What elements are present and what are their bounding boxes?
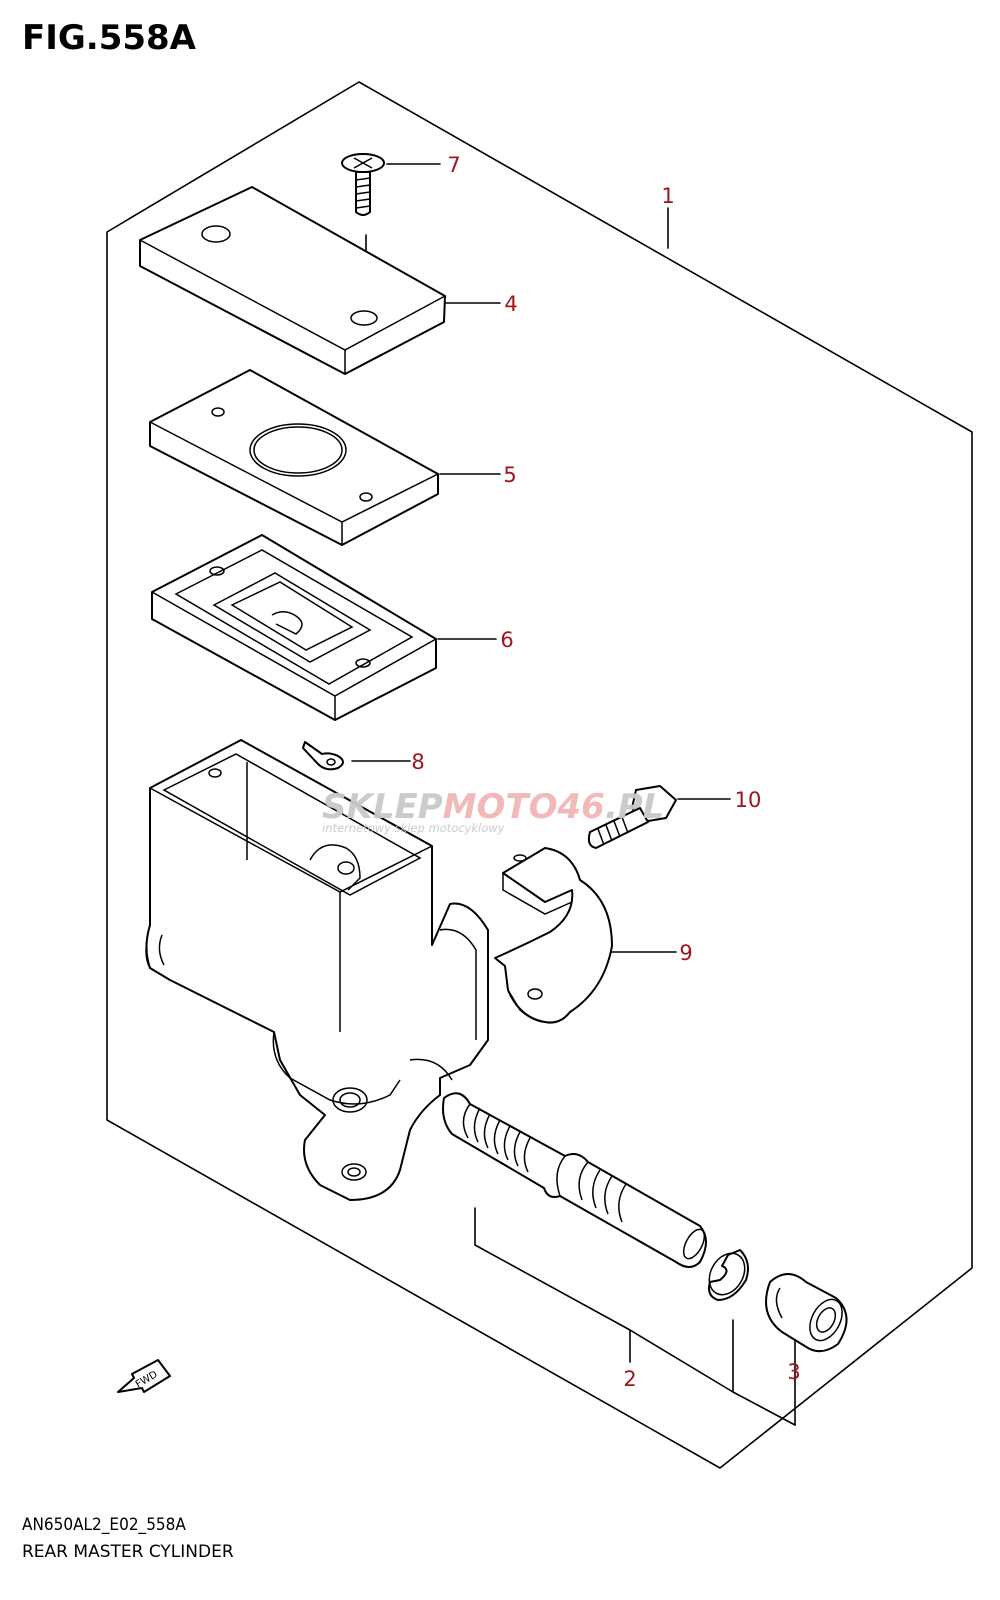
arrow-left-down-icon	[117, 1359, 171, 1393]
callout-10: 10	[735, 788, 762, 812]
watermark-part4: .PL	[605, 787, 665, 827]
figure-code: AN650AL2_E02_558A	[22, 1515, 186, 1535]
watermark-part3: 46	[557, 787, 605, 827]
callout-3: 3	[787, 1360, 800, 1384]
svg-text:SKLEPMOTO46.PL: SKLEPMOTO46.PL	[322, 787, 664, 827]
part-6-diaphragm	[151, 534, 437, 721]
part-8-clip	[302, 741, 344, 771]
callout-9: 9	[679, 941, 692, 965]
leader-3-a	[732, 1319, 796, 1426]
part-5-plate	[149, 369, 439, 546]
watermark-part1: SKLEP	[322, 787, 443, 827]
part-7-screw	[341, 153, 385, 216]
callout-4: 4	[504, 292, 517, 316]
leader-2	[474, 1207, 734, 1393]
figure-caption: REAR MASTER CYLINDER	[22, 1542, 234, 1562]
assembly-boundary	[106, 81, 973, 1469]
callout-5: 5	[503, 463, 516, 487]
callout-1: 1	[661, 184, 674, 208]
callout-7: 7	[447, 153, 460, 177]
callout-6: 6	[500, 628, 513, 652]
snap-ring	[708, 1249, 749, 1301]
part-10-bolt	[587, 785, 677, 849]
callout-numbers: 1 2 3 4 5 6 7 8 9 10	[411, 153, 800, 1391]
watermark-tagline: internetowy sklep motocyklowy	[322, 821, 505, 835]
callout-2: 2	[623, 1367, 636, 1391]
watermark-part2: MOTO	[443, 787, 558, 827]
master-cylinder-body	[145, 739, 489, 1201]
fwd-marker: FWD	[117, 1359, 171, 1393]
part-2-piston	[442, 1092, 707, 1268]
part-9-clamp	[494, 847, 613, 1024]
part-4-cap	[139, 186, 446, 375]
part-3-boot	[765, 1273, 848, 1353]
callout-8: 8	[411, 750, 424, 774]
watermark: SKLEPMOTO46.PL internetowy sklep motocyk…	[322, 787, 664, 835]
figure-title: FIG.558A	[22, 18, 196, 58]
